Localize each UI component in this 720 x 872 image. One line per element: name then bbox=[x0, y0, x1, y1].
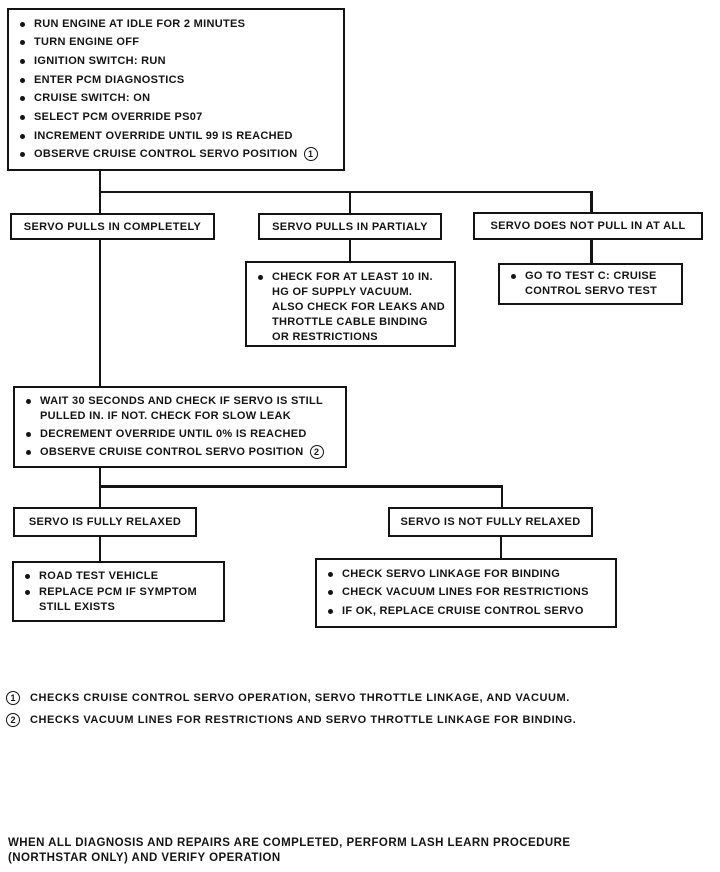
step-text: IGNITION SWITCH: RUN bbox=[34, 55, 166, 68]
connector-line bbox=[500, 537, 502, 558]
step-text: REPLACE PCM IF SYMPTOM STILL EXISTS bbox=[39, 585, 197, 613]
connector-line bbox=[99, 240, 101, 386]
list-item: WAIT 30 SECONDS AND CHECK IF SERVO IS ST… bbox=[23, 394, 337, 424]
bullet-icon bbox=[328, 609, 333, 615]
list-item: OBSERVE CRUISE CONTROL SERVO POSITION 2 bbox=[23, 444, 337, 460]
partial-action-box: CHECK FOR AT LEAST 10 IN. HG OF SUPPLY V… bbox=[245, 261, 456, 347]
step-text: IF OK, REPLACE CRUISE CONTROL SERVO bbox=[342, 605, 584, 618]
footnote-1: 1 CHECKS CRUISE CONTROL SERVO OPERATION,… bbox=[6, 691, 570, 705]
connector-line bbox=[349, 193, 351, 213]
bullet-icon bbox=[26, 449, 31, 455]
step-text: OBSERVE CRUISE CONTROL SERVO POSITION bbox=[40, 445, 304, 458]
wait-box: WAIT 30 SECONDS AND CHECK IF SERVO IS ST… bbox=[13, 386, 347, 468]
connector-line bbox=[99, 468, 101, 487]
branch-servo-not-relaxed: SERVO IS NOT FULLY RELAXED bbox=[388, 507, 593, 537]
step-text: CHECK VACUUM LINES FOR RESTRICTIONS bbox=[342, 586, 589, 599]
none-action-box: GO TO TEST C: CRUISE CONTROL SERVO TEST bbox=[498, 263, 683, 305]
list-item: ROAD TEST VEHICLE bbox=[22, 569, 215, 584]
bottom-note-line: (NORTHSTAR ONLY) AND VERIFY OPERATION bbox=[8, 852, 281, 864]
branch-servo-complete: SERVO PULLS IN COMPLETELY bbox=[10, 213, 215, 240]
connector-line bbox=[99, 488, 101, 507]
connector-line bbox=[99, 191, 593, 193]
bullet-icon bbox=[20, 21, 25, 27]
bottom-note: WHEN ALL DIAGNOSIS AND REPAIRS ARE COMPL… bbox=[8, 836, 668, 866]
relaxed-action-box: ROAD TEST VEHICLE REPLACE PCM IF SYMPTOM… bbox=[12, 561, 225, 622]
footnote-text: CHECKS VACUUM LINES FOR RESTRICTIONS AND… bbox=[30, 714, 577, 726]
bullet-icon bbox=[20, 40, 25, 46]
list-item: GO TO TEST C: CRUISE CONTROL SERVO TEST bbox=[508, 269, 673, 299]
step-text: ENTER PCM DIAGNOSTICS bbox=[34, 73, 185, 86]
not-relaxed-action-box: CHECK SERVO LINKAGE FOR BINDING CHECK VA… bbox=[315, 558, 617, 628]
step-text: RUN ENGINE AT IDLE FOR 2 MINUTES bbox=[34, 17, 246, 30]
connector-line bbox=[99, 171, 101, 193]
connector-line bbox=[349, 240, 351, 261]
step-text: INCREMENT OVERRIDE UNTIL 99 IS REACHED bbox=[34, 129, 293, 142]
bottom-note-line: WHEN ALL DIAGNOSIS AND REPAIRS ARE COMPL… bbox=[8, 837, 571, 849]
footnote-2-marker-icon: 2 bbox=[309, 444, 324, 459]
list-item: REPLACE PCM IF SYMPTOM STILL EXISTS bbox=[22, 585, 215, 615]
list-item: CHECK VACUUM LINES FOR RESTRICTIONS bbox=[325, 585, 607, 600]
start-box: RUN ENGINE AT IDLE FOR 2 MINUTES TURN EN… bbox=[7, 8, 345, 171]
step-text: SELECT PCM OVERRIDE PS07 bbox=[34, 110, 203, 123]
bullet-icon bbox=[328, 590, 333, 596]
step-text: ROAD TEST VEHICLE bbox=[39, 569, 159, 582]
bullet-icon bbox=[20, 133, 25, 139]
list-item: CHECK SERVO LINKAGE FOR BINDING bbox=[325, 567, 607, 582]
footnote-text: CHECKS CRUISE CONTROL SERVO OPERATION, S… bbox=[30, 692, 570, 704]
branch-servo-relaxed: SERVO IS FULLY RELAXED bbox=[13, 507, 197, 537]
step-text: TURN ENGINE OFF bbox=[34, 36, 140, 49]
step-text: CRUISE SWITCH: ON bbox=[34, 92, 151, 105]
branch-servo-none: SERVO DOES NOT PULL IN AT ALL bbox=[473, 212, 703, 240]
connector-line bbox=[99, 537, 101, 561]
bullet-icon bbox=[258, 275, 263, 280]
bullet-icon bbox=[328, 571, 333, 577]
bullet-icon bbox=[511, 274, 516, 279]
bullet-icon bbox=[26, 431, 31, 437]
step-text: CHECK FOR AT LEAST 10 IN. HG OF SUPPLY V… bbox=[272, 271, 446, 343]
bullet-icon bbox=[26, 399, 31, 405]
connector-line bbox=[99, 485, 503, 488]
connector-line bbox=[99, 193, 101, 213]
branch-servo-partial: SERVO PULLS IN PARTIALY bbox=[258, 213, 442, 240]
footnote-1-marker-icon: 1 bbox=[6, 691, 20, 705]
list-item: DECREMENT OVERRIDE UNTIL 0% IS REACHED bbox=[23, 427, 337, 442]
list-item: ENTER PCM DIAGNOSTICS bbox=[17, 73, 335, 88]
bullet-icon bbox=[20, 77, 25, 83]
footnote-2-marker-icon: 2 bbox=[6, 713, 20, 727]
list-item: IGNITION SWITCH: RUN bbox=[17, 54, 335, 69]
list-item: SELECT PCM OVERRIDE PS07 bbox=[17, 110, 335, 125]
bullet-icon bbox=[20, 96, 25, 102]
footnote-1-marker-icon: 1 bbox=[303, 147, 318, 162]
bullet-icon bbox=[20, 114, 25, 120]
footnote-2: 2 CHECKS VACUUM LINES FOR RESTRICTIONS A… bbox=[6, 713, 576, 727]
list-item: TURN ENGINE OFF bbox=[17, 35, 335, 50]
step-text: DECREMENT OVERRIDE UNTIL 0% IS REACHED bbox=[40, 427, 307, 440]
bullet-icon bbox=[25, 589, 30, 595]
list-item: CHECK FOR AT LEAST 10 IN. HG OF SUPPLY V… bbox=[255, 270, 446, 345]
step-text: GO TO TEST C: CRUISE CONTROL SERVO TEST bbox=[525, 270, 658, 297]
connector-line bbox=[501, 488, 503, 507]
step-text: OBSERVE CRUISE CONTROL SERVO POSITION bbox=[34, 148, 298, 161]
step-text: WAIT 30 SECONDS AND CHECK IF SERVO IS ST… bbox=[40, 395, 323, 423]
list-item: CRUISE SWITCH: ON bbox=[17, 91, 335, 106]
bullet-icon bbox=[20, 152, 25, 158]
list-item: RUN ENGINE AT IDLE FOR 2 MINUTES bbox=[17, 17, 335, 32]
list-item: OBSERVE CRUISE CONTROL SERVO POSITION 1 bbox=[17, 147, 335, 162]
bullet-icon bbox=[25, 573, 30, 579]
list-item: INCREMENT OVERRIDE UNTIL 99 IS REACHED bbox=[17, 129, 335, 144]
connector-line bbox=[590, 191, 593, 213]
step-text: CHECK SERVO LINKAGE FOR BINDING bbox=[342, 567, 561, 580]
list-item: IF OK, REPLACE CRUISE CONTROL SERVO bbox=[325, 604, 607, 619]
bullet-icon bbox=[20, 59, 25, 65]
connector-line bbox=[590, 240, 593, 263]
